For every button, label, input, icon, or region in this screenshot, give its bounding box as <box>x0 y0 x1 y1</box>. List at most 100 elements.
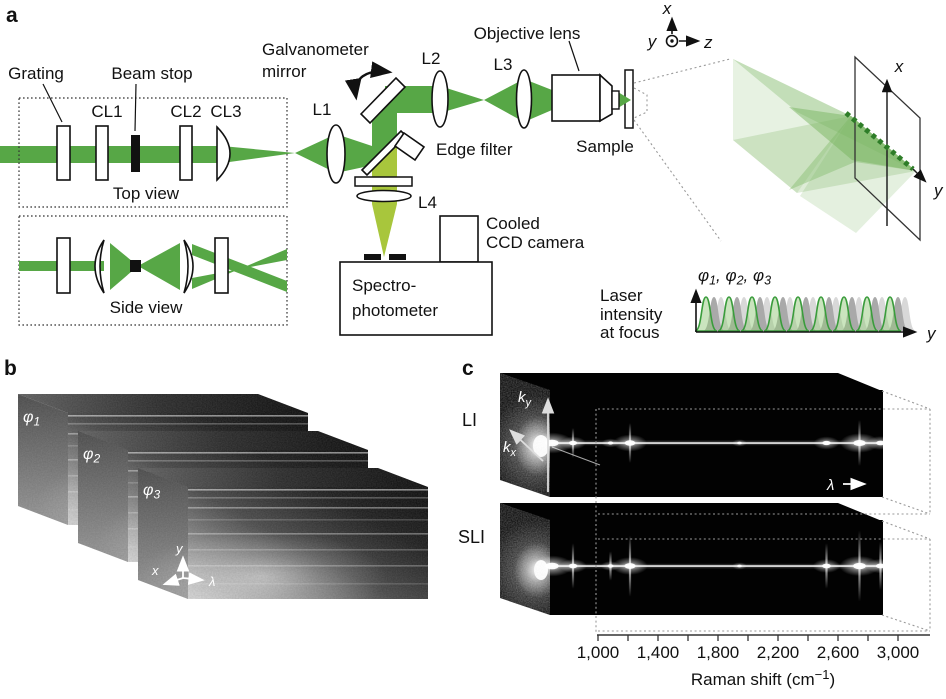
beam-segment <box>295 134 336 173</box>
light-sheet-3d-sketch <box>733 55 927 242</box>
laser-intensity-label-line2: intensity <box>600 305 663 324</box>
laser-intensity-plot <box>690 288 918 338</box>
galvo-rotation-arrow <box>344 61 393 101</box>
y-axis-label: y <box>647 32 658 51</box>
spectrum-line <box>552 565 883 567</box>
projection-dotted-lines <box>595 390 931 632</box>
beam-segment <box>0 146 222 163</box>
objective-body <box>551 74 601 122</box>
side-view-plate <box>56 237 71 294</box>
li-data-cube: ky kx λ <box>500 373 895 497</box>
spectrum-peak-core <box>624 563 636 569</box>
galvo-label-line1: Galvanometer <box>262 40 369 59</box>
cl3-label: CL3 <box>210 102 241 121</box>
axis-ticks <box>597 635 899 641</box>
cube-lambda-axis-label: λ <box>208 574 215 589</box>
tick-label: 1,800 <box>697 643 740 662</box>
sample-label: Sample <box>576 137 634 156</box>
cube-y-axis-label: y <box>175 541 184 556</box>
sli-spectrum-peaks <box>531 530 896 602</box>
li-top-face <box>500 373 882 391</box>
kx-arrow <box>509 429 544 462</box>
spectro-label-line1: Spectro- <box>352 276 416 295</box>
objective-tip <box>611 90 620 110</box>
spectrum-peak-core <box>853 439 866 447</box>
beam-segment <box>222 146 295 163</box>
beam-stop-label: Beam stop <box>111 64 192 83</box>
tick-label: 1,000 <box>577 643 620 662</box>
ky-label: ky <box>518 389 533 409</box>
raman-beam-column <box>372 145 397 204</box>
edge-filter-tab <box>393 131 426 162</box>
dotted-line <box>881 614 931 632</box>
panel-b-label: b <box>4 357 17 380</box>
intensity-combs <box>694 296 916 332</box>
spectrophotometer-box <box>339 261 493 336</box>
panel-c-label: c <box>462 357 474 380</box>
objective-nose-cone <box>599 73 613 123</box>
cube-lambda-axis-arrow <box>182 572 205 585</box>
cl2-lens <box>179 125 193 181</box>
l4-label: L4 <box>418 193 437 212</box>
tick-label: 2,200 <box>757 643 800 662</box>
raman-beam-cone <box>372 204 397 257</box>
panel-a-label: a <box>6 4 18 27</box>
l2-lens <box>431 70 449 128</box>
beam-segment <box>440 86 484 113</box>
plot-y-label: y <box>926 324 937 343</box>
objective-label: Objective lens <box>474 24 581 43</box>
data-cube-phi3 <box>138 468 428 599</box>
l3-lens <box>515 69 533 129</box>
spectrum-peak-core <box>607 441 614 445</box>
grating-plate <box>56 125 71 181</box>
li-spectrum-peaks <box>531 420 895 466</box>
l2-label: L2 <box>422 49 441 68</box>
y-axis-dot <box>670 39 674 43</box>
laser-intensity-label-line3: at focus <box>600 323 660 342</box>
connector-wedge <box>633 87 648 119</box>
spectrum-peak-core <box>822 563 831 569</box>
focus-line-dashes <box>844 111 915 171</box>
beam-segment <box>192 244 287 292</box>
phi3-cube-label: φ3 <box>143 482 160 502</box>
cl1-lens <box>95 125 109 181</box>
panel-b: b φ1 φ2 φ3 y x λ <box>4 357 428 599</box>
beam-stop-side <box>130 260 141 272</box>
beam-segment <box>336 134 378 173</box>
galvo-label-line2: mirror <box>262 62 307 81</box>
plane-x-label: x <box>894 57 904 76</box>
z-axis-label: z <box>703 33 713 52</box>
light-sheet <box>789 107 916 171</box>
phi2-cube-label: φ2 <box>83 446 100 466</box>
side-view-lens <box>94 239 105 294</box>
spectrum-peak-core <box>568 440 578 446</box>
spectrum-peak-core <box>607 564 614 568</box>
sli-label: SLI <box>458 527 485 547</box>
phases-label: φ1, φ2, φ3 <box>698 266 771 288</box>
l1-lens <box>326 124 346 184</box>
laser-intensity-label-line1: Laser <box>600 286 643 305</box>
edge-filter-label: Edge filter <box>436 140 513 159</box>
ccd-label-line1: Cooled <box>486 214 540 233</box>
grating-label: Grating <box>8 64 64 83</box>
objective-pointer-line <box>568 40 580 72</box>
beam-segment <box>110 243 138 290</box>
cube-x-axis-label: x <box>151 563 159 578</box>
light-sheet <box>733 59 851 193</box>
plane-y-label: y <box>933 181 944 200</box>
connector-line <box>633 119 722 242</box>
x-axis-label: x <box>662 0 672 18</box>
beam-segment <box>484 79 524 122</box>
grating-pointer-line <box>42 83 63 123</box>
sli-top-face <box>500 503 882 521</box>
spectrum-peak-core <box>822 440 831 446</box>
sli-data-cube <box>500 503 896 615</box>
raman-shift-axis: 1,000 1,400 1,800 2,200 2,600 3,000 Rama… <box>577 634 930 689</box>
side-view-lens <box>183 239 194 294</box>
sample-plane-wireframe <box>854 55 921 242</box>
tick-label: 3,000 <box>877 643 920 662</box>
spectrum-peak-core <box>876 440 885 446</box>
l1-label: L1 <box>313 100 332 119</box>
slit-bar <box>389 254 406 260</box>
